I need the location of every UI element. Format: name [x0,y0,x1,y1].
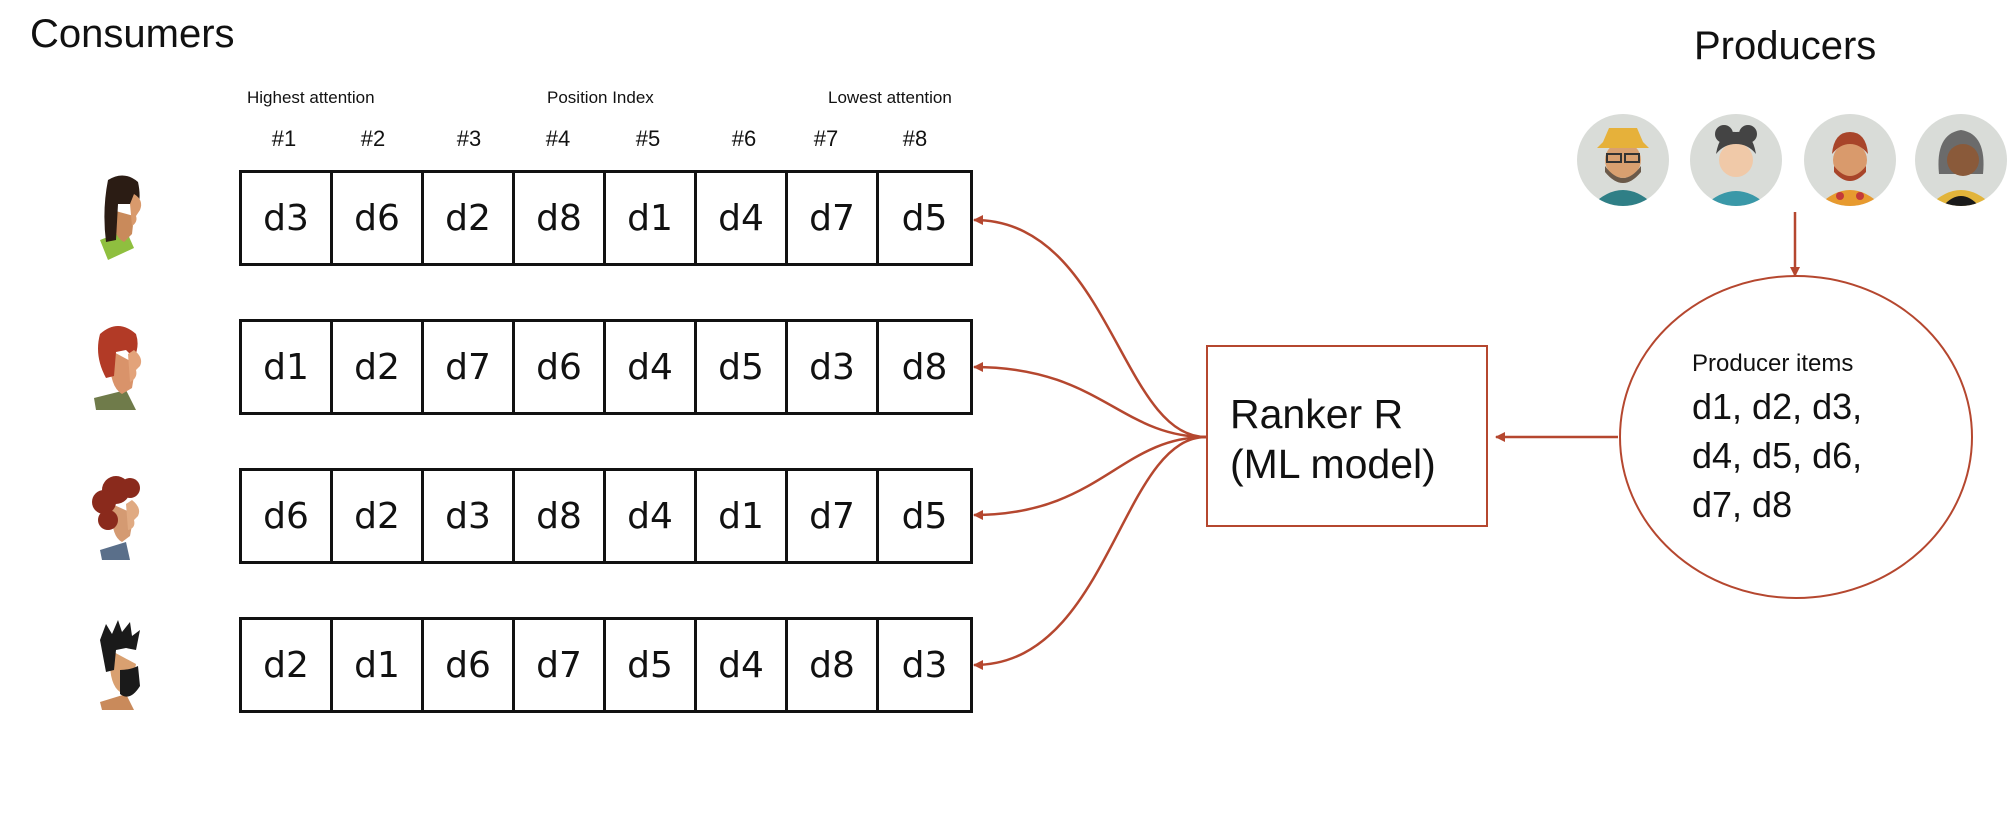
ranking-cell: d7 [515,620,606,710]
ranking-cell: d3 [424,471,515,561]
producer-items-ellipse [1619,275,1973,599]
producer-items-line-1: d1, d2, d3, [1692,386,1863,427]
arrow-to-row-4 [973,435,1207,670]
ranking-cell: d7 [788,471,879,561]
ranking-cell: d1 [242,322,333,412]
producer-items-label: Producer items [1692,350,1854,377]
ranking-cell: d1 [606,173,697,263]
ranking-cell: d6 [424,620,515,710]
position-index-1: #1 [271,126,297,151]
ranking-cell: d2 [242,620,333,710]
producer-avatar-icon [1577,114,1669,206]
ranker-title: Ranker R [1230,391,1404,437]
ranking-cell: d3 [788,322,879,412]
highest-attention-label: Highest attention [247,88,375,107]
ranking-cell: d5 [901,197,948,239]
ranking-cell: d2 [424,173,515,263]
ranking-cell: d4 [606,471,697,561]
ranking-cell: d7 [424,322,515,412]
ranking-cell: d5 [901,495,948,537]
position-index-2: #2 [360,126,386,151]
ranking-cell: d8 [515,471,606,561]
ranking-cell: d4 [606,322,697,412]
ranking-cell: d6 [515,322,606,412]
ranking-row: d3 d6 d2 d8 d1 d4 d7 d5 [239,170,973,266]
arrow-to-row-3 [973,435,1207,520]
position-index-8: #8 [902,126,928,151]
position-index-6: #6 [731,126,757,151]
ranking-row: d2 d1 d6 d7 d5 d4 d8 d3 [239,617,973,713]
ranking-cell: d8 [788,620,879,710]
position-index-5: #5 [635,126,661,151]
producer-items-line-2: d4, d5, d6, [1692,435,1863,476]
consumer-avatar-icon [90,170,160,260]
arrow-to-row-2 [973,362,1207,439]
ranking-cell: d2 [333,322,424,412]
position-index-7: #7 [813,126,839,151]
lowest-attention-label: Lowest attention [828,88,952,107]
producer-avatar-icon [1915,114,2007,206]
ranking-cell: d6 [333,173,424,263]
ranking-cell: d7 [788,173,879,263]
producer-items-line-3: d7, d8 [1692,484,1793,525]
ranking-cell: d5 [697,322,788,412]
consumer-avatar-icon [86,470,156,560]
ranker-box: Ranker R (ML model) [1206,345,1488,527]
ranking-cell: d1 [697,471,788,561]
ranking-cell: d4 [697,620,788,710]
position-index-3: #3 [456,126,482,151]
ranking-cell: d8 [515,173,606,263]
ranking-row: d1 d2 d7 d6 d4 d5 d3 d8 [239,319,973,415]
consumer-avatar-icon [86,620,156,710]
ranking-cell: d8 [901,346,948,388]
producer-avatar-icon [1690,114,1782,206]
position-index-4: #4 [545,126,571,151]
ranking-cell: d3 [901,644,948,686]
ranking-cell: d2 [333,471,424,561]
ranker-subtitle: (ML model) [1230,441,1436,487]
ranking-cell: d6 [242,471,333,561]
ranking-cell: d1 [333,620,424,710]
consumer-avatar-icon [86,320,156,410]
ranking-cell: d4 [697,173,788,263]
ranking-cell: d3 [242,173,333,263]
consumers-title: Consumers [30,12,235,56]
arrow-to-row-1 [973,215,1207,439]
producer-avatar-icon [1804,114,1896,206]
ranking-row: d6 d2 d3 d8 d4 d1 d7 d5 [239,468,973,564]
ranking-cell: d5 [606,620,697,710]
position-index-label: Position Index [547,88,654,107]
producers-title: Producers [1694,24,1877,68]
